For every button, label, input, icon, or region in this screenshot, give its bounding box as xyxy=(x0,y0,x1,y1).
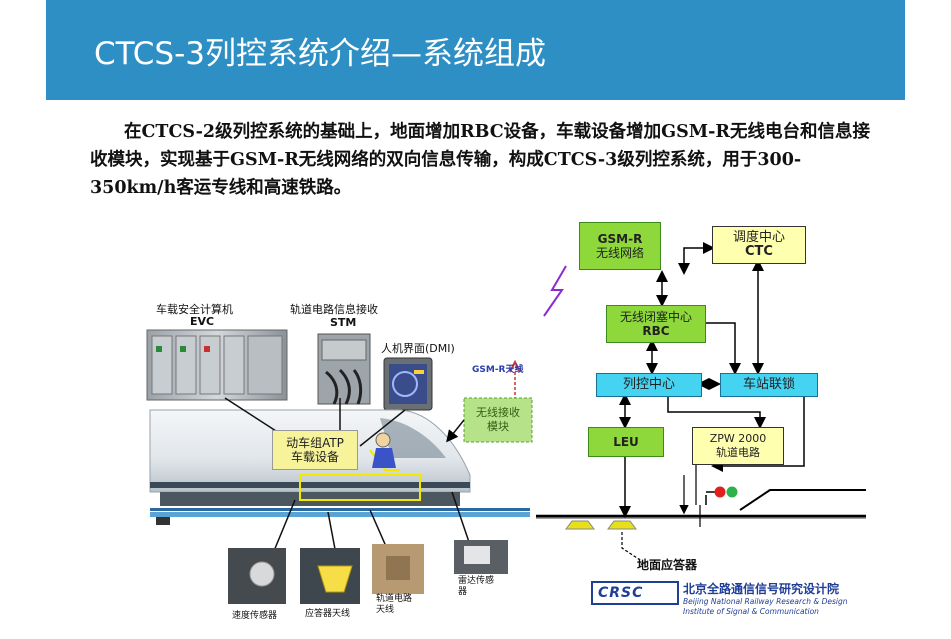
speed-sensor-label: 速度传感器 xyxy=(232,611,278,621)
signal-icon xyxy=(705,486,738,505)
institute-name-en-2: Institute of Signal & Communication xyxy=(683,607,819,616)
intro-paragraph: 在CTCS-2级列控系统的基础上，地面增加RBC设备，车载设备增加GSM-R无线… xyxy=(90,122,870,198)
track-circuit-antenna-label: 轨道电路 天线 xyxy=(376,594,413,615)
track-circuit-antenna-image xyxy=(372,544,424,594)
stm-sublabel: STM xyxy=(330,316,357,329)
zpw2000-track-circuit-box: ZPW 2000 轨道电路 xyxy=(692,427,784,465)
interlocking-box: 车站联锁 xyxy=(720,373,818,397)
evc-label: 车载安全计算机 xyxy=(156,303,233,316)
crsc-logo-mark: CRSC xyxy=(598,585,644,601)
stm-rack-image xyxy=(317,333,371,405)
balise-2-icon xyxy=(607,520,637,530)
evc-rack-image xyxy=(146,329,288,401)
institute-name-cn: 北京全路通信信号研究设计院 xyxy=(683,582,840,596)
radio-module-label: 无线接收 模块 xyxy=(476,406,520,433)
balise-antenna-label: 应答器天线 xyxy=(305,609,351,619)
balise-antenna-image xyxy=(300,548,360,604)
track-rails xyxy=(536,489,866,527)
ground-balise-label: 地面应答器 xyxy=(637,558,698,572)
radar-sensor-label: 雷达传感 器 xyxy=(458,576,495,597)
balise-1-icon xyxy=(565,520,595,530)
train-control-center-box: 列控中心 xyxy=(596,373,702,397)
institute-name-en-1: Beijing National Railway Research & Desi… xyxy=(683,597,848,606)
gsmr-antenna-label: GSM-R天线 xyxy=(472,365,524,375)
gsmr-network-box: GSM-R 无线网络 xyxy=(579,222,661,270)
atp-onboard-box: 动车组ATP 车载设备 xyxy=(272,430,358,470)
gsmr-antenna-icon xyxy=(509,359,521,400)
radar-sensor-image xyxy=(454,540,508,574)
speed-sensor-image xyxy=(228,548,286,604)
leu-box: LEU xyxy=(588,427,664,457)
crsc-logo-icon xyxy=(591,581,679,605)
title-bar: CTCS-3列控系统介绍—系统组成 xyxy=(46,0,905,100)
page-title: CTCS-3列控系统介绍—系统组成 xyxy=(94,36,546,72)
ctc-box: 调度中心 CTC xyxy=(712,226,806,264)
rbc-box: 无线闭塞中心 RBC xyxy=(606,305,706,343)
stm-label: 轨道电路信息接收 xyxy=(290,303,378,316)
wireless-link-icon xyxy=(543,265,567,317)
dmi-label: 人机界面(DMI) xyxy=(381,342,455,355)
dmi-screen-image xyxy=(383,357,433,411)
evc-sublabel: EVC xyxy=(190,315,215,328)
